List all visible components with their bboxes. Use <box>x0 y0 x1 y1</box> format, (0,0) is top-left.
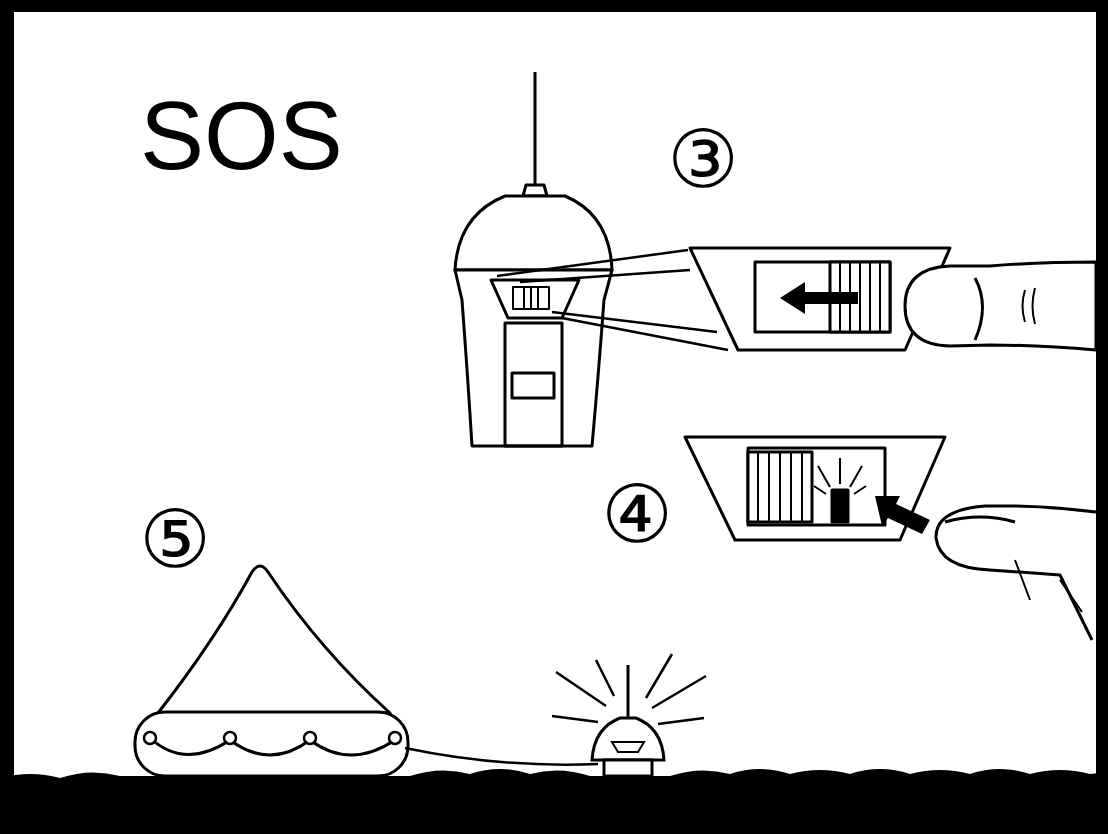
switch-window <box>491 280 579 318</box>
grip-line <box>869 262 871 332</box>
grip-line <box>779 452 781 522</box>
callout-number: ③ <box>667 120 739 200</box>
beacon-dome <box>592 718 664 760</box>
antenna <box>534 72 537 185</box>
frame-right <box>1096 0 1108 834</box>
beacon-panel <box>505 323 562 446</box>
ray <box>646 654 672 698</box>
callout-number: ④ <box>601 475 673 555</box>
ray <box>596 660 614 696</box>
grip-line <box>801 452 803 522</box>
ray <box>814 486 826 494</box>
ray <box>658 718 704 724</box>
raft-float <box>135 712 408 776</box>
ray <box>850 466 862 487</box>
grip-line <box>768 452 770 522</box>
flash-rays <box>814 458 866 494</box>
switch-grip <box>537 287 539 309</box>
ray <box>839 458 841 484</box>
grip-line <box>859 262 861 332</box>
grip-line <box>790 452 792 522</box>
press-arrow <box>875 496 930 534</box>
raft-rope <box>150 738 395 755</box>
switch-zoom-slide <box>690 248 1096 350</box>
lanyard <box>405 748 598 765</box>
finger <box>936 506 1096 640</box>
ray <box>652 676 706 708</box>
slider <box>748 452 812 522</box>
fingernail <box>945 517 1015 522</box>
grip-line <box>879 262 881 332</box>
title-text: SOS <box>140 88 343 184</box>
beacon <box>455 72 612 446</box>
ray <box>556 672 606 706</box>
rope-ring <box>144 732 156 744</box>
callout-number: ⑤ <box>139 500 211 580</box>
rope-ring <box>304 732 316 744</box>
rope-ring <box>224 732 236 744</box>
floating-beacon <box>552 654 706 776</box>
beacon-body <box>455 270 612 446</box>
zoom-lines <box>497 250 728 350</box>
finger-crease <box>1015 560 1082 612</box>
slide-arrow <box>780 282 858 314</box>
slot <box>748 448 885 525</box>
flash-rays <box>552 654 706 724</box>
rope-rings <box>144 732 401 744</box>
rope-ring <box>389 732 401 744</box>
finger-crease <box>1023 288 1036 324</box>
beacon-label-plate <box>512 373 554 398</box>
leader-line <box>520 270 690 282</box>
beacon-body <box>604 760 652 776</box>
zoom-window <box>685 437 945 540</box>
antenna <box>627 665 630 718</box>
switch-window <box>612 742 644 752</box>
beacon-dome <box>455 196 612 270</box>
ray <box>854 486 866 494</box>
ray <box>552 716 598 722</box>
switch <box>513 287 549 309</box>
switch-grip <box>523 287 525 309</box>
switch-grip <box>530 287 532 309</box>
frame-top <box>0 0 1108 12</box>
raft-canopy <box>158 566 390 713</box>
grip-line <box>757 452 759 522</box>
button-zoom-press <box>685 437 1096 640</box>
slot <box>755 262 890 332</box>
activate-button <box>832 490 848 522</box>
finger <box>905 262 1096 350</box>
antenna-base <box>523 185 547 196</box>
slider-grip <box>758 452 802 522</box>
ray <box>818 466 830 487</box>
fingernail <box>975 278 983 340</box>
life-raft <box>135 566 408 776</box>
frame-left <box>0 0 14 834</box>
sea <box>0 769 1108 834</box>
leader-line <box>562 318 728 350</box>
